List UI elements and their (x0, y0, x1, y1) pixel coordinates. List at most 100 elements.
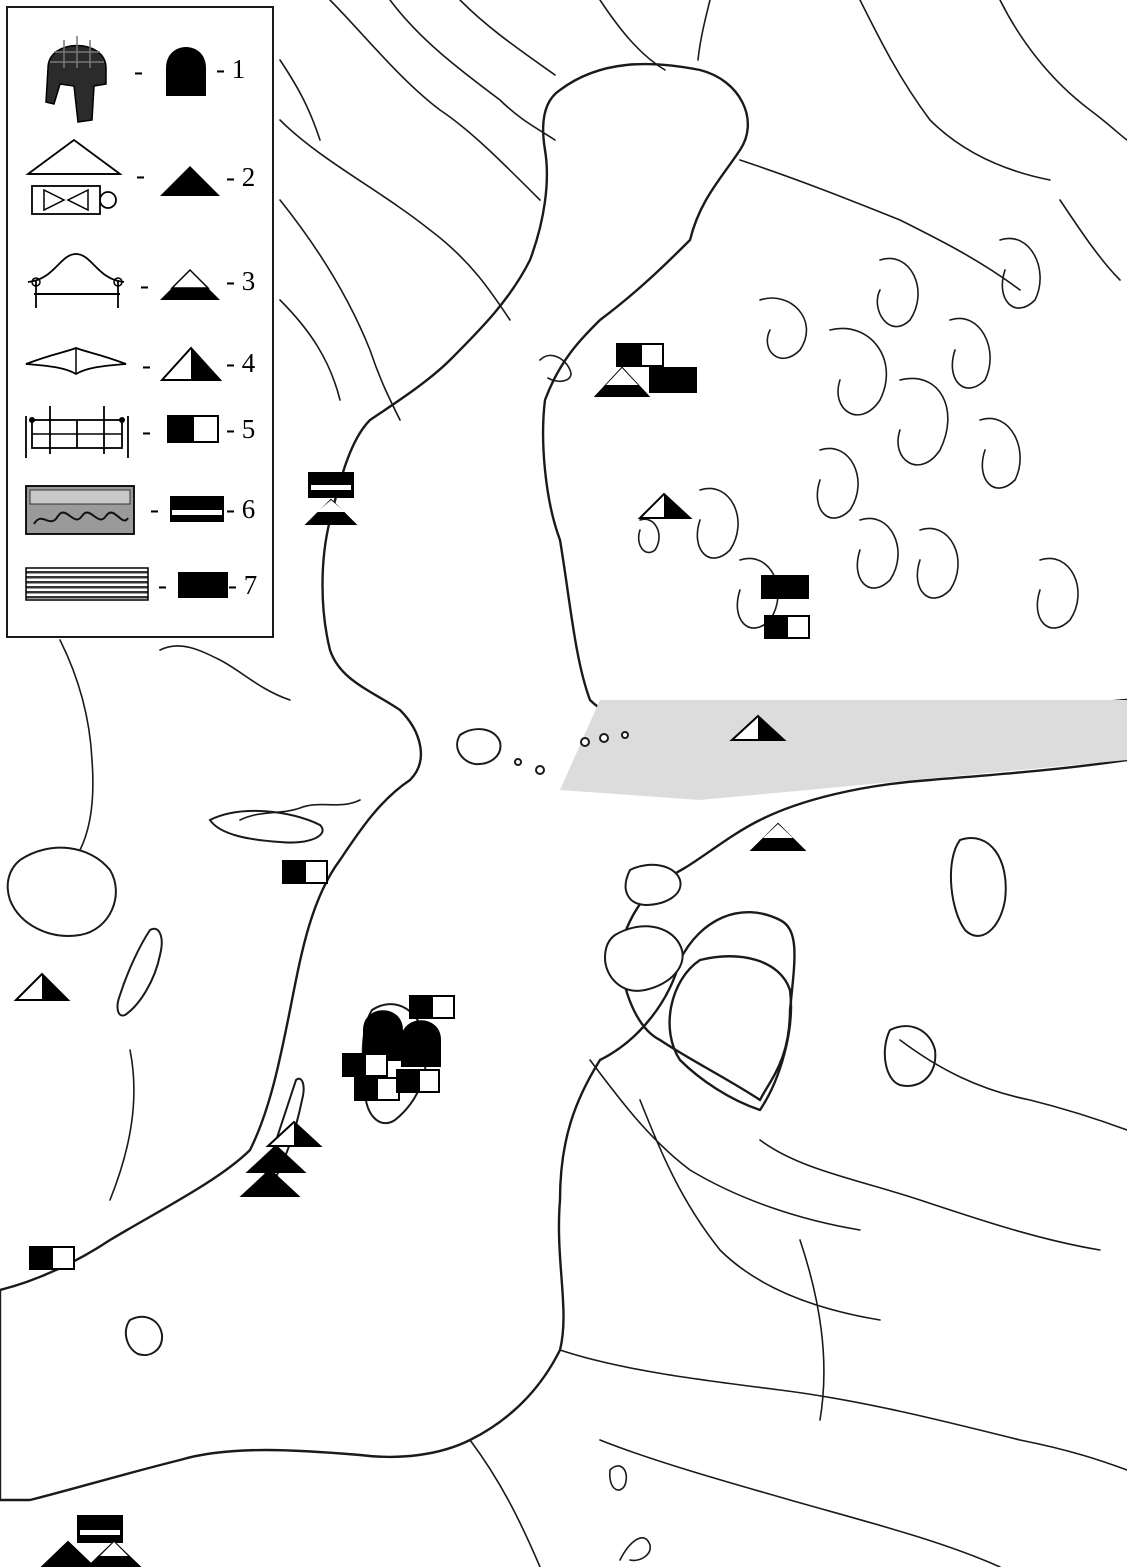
black-rectangle-symbol (761, 575, 809, 599)
split-triangle-fill (294, 1122, 320, 1146)
black-triangle-symbol (40, 1540, 96, 1567)
hiiumaa-island (624, 863, 682, 907)
find-group-scania (29, 1246, 75, 1270)
black-rectangle-symbol (178, 572, 228, 598)
rivers (59, 0, 1127, 1567)
split-triangle-fill (664, 494, 690, 518)
legend-row-3: - - 3 (8, 244, 274, 324)
legend-dash: - (158, 570, 167, 600)
split-square-symbol-half (640, 343, 664, 367)
coast-details (159, 354, 651, 1562)
split-square-symbol (167, 415, 219, 443)
legend-dash: - (134, 56, 143, 86)
legend-label-7: - 7 (228, 570, 258, 600)
legend-label-5: - 5 (226, 414, 256, 444)
helmet-dome-symbol (166, 47, 206, 96)
legend-dash: - (136, 160, 145, 190)
split-square-symbol (764, 615, 788, 639)
arched-brooch-icon (27, 253, 125, 308)
legend-row-4: - - 4 (8, 330, 274, 410)
legend-dash: - (140, 270, 149, 300)
banded-triangle-band (317, 500, 345, 512)
striped-plate-icon (25, 567, 149, 601)
black-rectangle-symbol (649, 367, 697, 393)
black-triangle-symbol (160, 166, 220, 196)
legend-row-1: - - 1 (8, 28, 274, 123)
islet (580, 737, 590, 747)
split-triangle-symbol (160, 346, 222, 381)
split-square-symbol (354, 1077, 378, 1101)
find-group-finland-south (761, 575, 810, 639)
banded-triangle-band (763, 824, 793, 838)
find-group-denmark-south (40, 1515, 142, 1567)
split-square-symbol (616, 343, 642, 367)
legend-dash: - (150, 494, 159, 524)
legend-label-6: - 6 (226, 494, 256, 524)
find-group-gotland (342, 995, 455, 1101)
banded-rectangle-symbol (77, 1515, 123, 1543)
banded-rectangle-symbol (170, 496, 224, 522)
split-triangle-fill (758, 716, 784, 740)
split-square-symbol (396, 1069, 420, 1093)
find-group-finland-coast (729, 714, 787, 741)
find-group-finland-north (593, 343, 697, 397)
legend-label-3: - 3 (226, 266, 256, 296)
crossbow-brooch-icon (25, 347, 127, 376)
split-square-symbol-half (364, 1053, 388, 1077)
split-square-symbol (409, 995, 433, 1019)
split-square-symbol-half (51, 1246, 75, 1270)
helmet-dome-symbol (401, 1020, 441, 1067)
malaren-lake (208, 810, 324, 844)
peipus-lake (883, 1025, 937, 1087)
find-group-sweden-hoga-kusten (304, 472, 358, 525)
find-group-sweden-uppland (282, 860, 328, 884)
legend-dash: - (142, 350, 151, 380)
split-square-symbol (29, 1246, 53, 1270)
banded-triangle-symbol (160, 268, 220, 300)
decorated-plate-icon (25, 485, 135, 535)
split-square-symbol (282, 860, 306, 884)
baltic-sea (0, 62, 1127, 1502)
banded-rectangle-band (311, 485, 351, 490)
banded-rectangle-band (80, 1530, 120, 1535)
bornholm-island (124, 1315, 164, 1356)
helmet-icon (45, 36, 107, 123)
finnish-lakes (637, 237, 1079, 629)
split-triangle-fill (42, 974, 68, 1000)
split-square-symbol-half (304, 860, 328, 884)
frame-buckle-icon (25, 406, 129, 458)
split-square-symbol-half (431, 995, 455, 1019)
helmet-dome-symbol (363, 1010, 403, 1061)
find-group-oland (239, 1120, 323, 1197)
find-group-sweden-west (13, 972, 71, 1001)
legend-label-1: - 1 (216, 54, 246, 84)
legend-label-4: - 4 (226, 348, 256, 378)
split-square-symbol (342, 1053, 366, 1077)
ladoga-lake (950, 837, 1007, 937)
gulf-of-riga (668, 955, 793, 1112)
brooch-cross-icon (25, 138, 123, 215)
vattern-lake (116, 927, 163, 1017)
legend-label-2: - 2 (226, 162, 256, 192)
black-triangle-symbol (245, 1144, 307, 1173)
find-group-estonia-north (749, 822, 807, 851)
saaremaa-island (603, 925, 684, 992)
legend: - - 1 - - 2 - (6, 6, 274, 638)
islet (599, 733, 609, 743)
find-group-finland-central (637, 492, 693, 519)
banded-triangle-band (606, 368, 638, 385)
gulf-of-finland (560, 700, 1127, 800)
legend-row-5: - - 5 (8, 398, 274, 478)
legend-row-7: - - 7 (8, 554, 274, 634)
islet (621, 731, 629, 739)
aland-islands (456, 728, 502, 766)
split-square-symbol-half (376, 1077, 400, 1101)
banded-triangle-band (100, 1542, 128, 1556)
split-square-symbol-half (786, 615, 810, 639)
islet (514, 758, 522, 766)
black-triangle-symbol (239, 1168, 301, 1197)
legend-row-6: - - 6 (8, 474, 274, 554)
split-square-symbol-half (418, 1069, 440, 1093)
legend-dash: - (142, 416, 151, 446)
